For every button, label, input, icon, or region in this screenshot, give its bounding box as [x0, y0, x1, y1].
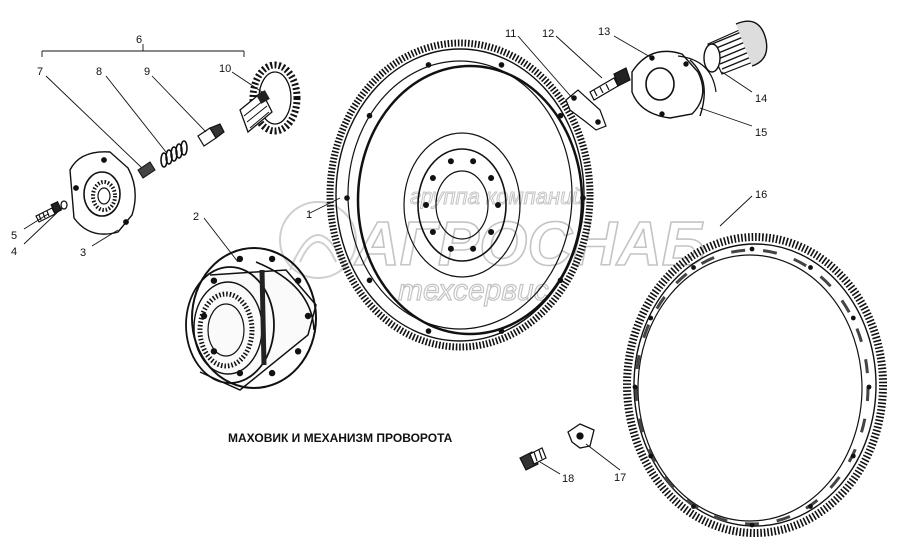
- hub-bolt-hole: [236, 255, 244, 263]
- callout-4: 4: [11, 246, 17, 258]
- part-14-threaded-sleeve: [703, 20, 768, 75]
- hub-bolt-hole: [304, 312, 312, 320]
- part-10-pinion-gear: [239, 61, 301, 135]
- part-17-lock-washer: [567, 423, 595, 449]
- hub-bolt-hole: [236, 369, 244, 377]
- hub-bolt-hole: [268, 369, 276, 377]
- callout-8: 8: [96, 66, 102, 78]
- flywheel-rim-hole: [557, 277, 564, 284]
- flywheel-rim-hole: [498, 328, 505, 334]
- flywheel-rim-hole: [425, 328, 432, 334]
- flywheel-rim-hole: [580, 195, 586, 201]
- ring-gear-hole: [850, 315, 856, 321]
- callout-18: 18: [562, 473, 574, 485]
- callout-11: 11: [505, 28, 516, 40]
- hub-bolt-hole: [294, 348, 302, 355]
- ring-gear-hole: [866, 384, 872, 390]
- watermark-line3: техсервис: [398, 274, 549, 307]
- flywheel-rim-hole: [425, 62, 432, 68]
- part-7-plug: [137, 161, 156, 179]
- flywheel-bolt-hole: [488, 229, 495, 235]
- callout-2: 2: [193, 211, 199, 223]
- ring-gear-hole: [749, 522, 755, 528]
- flywheel-bolt-hole: [470, 158, 477, 165]
- ring-gear-hole: [850, 453, 856, 459]
- callout-17: 17: [614, 472, 626, 484]
- flywheel-bolt-hole: [447, 245, 454, 252]
- callout-16: 16: [755, 189, 767, 201]
- ring-gear-hole: [808, 265, 813, 270]
- ring-gear-hole: [648, 315, 654, 321]
- hub-bolt-hole: [210, 277, 218, 284]
- hub-bolt-hole: [200, 312, 208, 320]
- part-18-bolt: [519, 447, 547, 471]
- part-15-flange-body: [677, 55, 717, 93]
- ring-gear-hole: [749, 246, 755, 252]
- callout-7: 7: [37, 66, 43, 78]
- hub-bolt-hole: [268, 255, 276, 263]
- part-2-hub: [185, 247, 317, 391]
- flywheel-rim-hole: [498, 62, 505, 68]
- callout-5: 5: [11, 230, 17, 242]
- callout-1: 1: [306, 209, 312, 221]
- part-4-washer: [60, 200, 68, 210]
- hub-bolt-hole: [294, 277, 302, 284]
- callout-12: 12: [542, 28, 554, 40]
- flywheel-bolt-hole: [423, 202, 429, 208]
- callout-13: 13: [598, 26, 610, 38]
- callout-14: 14: [755, 93, 767, 105]
- leader-lines: [23, 35, 753, 475]
- callout-10: 10: [219, 63, 231, 75]
- ring-gear-hole: [691, 504, 696, 509]
- part-12-bolt: [589, 67, 631, 101]
- flywheel-bolt-hole: [429, 229, 436, 235]
- ring-gear-hole: [648, 453, 654, 459]
- part-1-flywheel: [326, 39, 594, 351]
- part-13-flange: [631, 50, 705, 119]
- ring-gear-hole: [808, 504, 813, 509]
- flywheel-rim-hole: [344, 195, 350, 201]
- flywheel-rim-hole: [366, 112, 373, 119]
- flywheel-bolt-hole: [495, 202, 501, 208]
- part-9-nut: [197, 123, 225, 147]
- flywheel-rim-hole: [557, 112, 564, 119]
- callout-labels: 1 2 3 4 5 6 7 8 9 10 11 12 13 14 15 16 1…: [11, 26, 767, 485]
- callout-9: 9: [144, 66, 150, 78]
- ring-gear-hole: [691, 265, 696, 270]
- callout-6: 6: [136, 34, 142, 46]
- flywheel-bolt-hole: [429, 175, 436, 181]
- watermark-line2: АГРОСНАБ: [353, 210, 706, 279]
- flywheel-bolt-hole: [447, 158, 454, 165]
- part-16-ring-gear: [623, 233, 887, 537]
- hub-bolt-hole: [210, 348, 218, 355]
- flywheel-bolt-hole: [470, 245, 477, 252]
- part-3-housing-plate: [69, 151, 136, 235]
- ring-gear-hole: [632, 384, 638, 390]
- callout-15: 15: [755, 127, 767, 139]
- part-8-spring: [160, 140, 188, 168]
- flywheel-bolt-hole: [488, 175, 495, 181]
- callout-3: 3: [80, 247, 86, 259]
- watermark-emblem: [279, 201, 357, 279]
- diagram-caption: МАХОВИК И МЕХАНИЗМ ПРОВОРОТА: [228, 431, 453, 445]
- flywheel-rim-hole: [366, 277, 373, 284]
